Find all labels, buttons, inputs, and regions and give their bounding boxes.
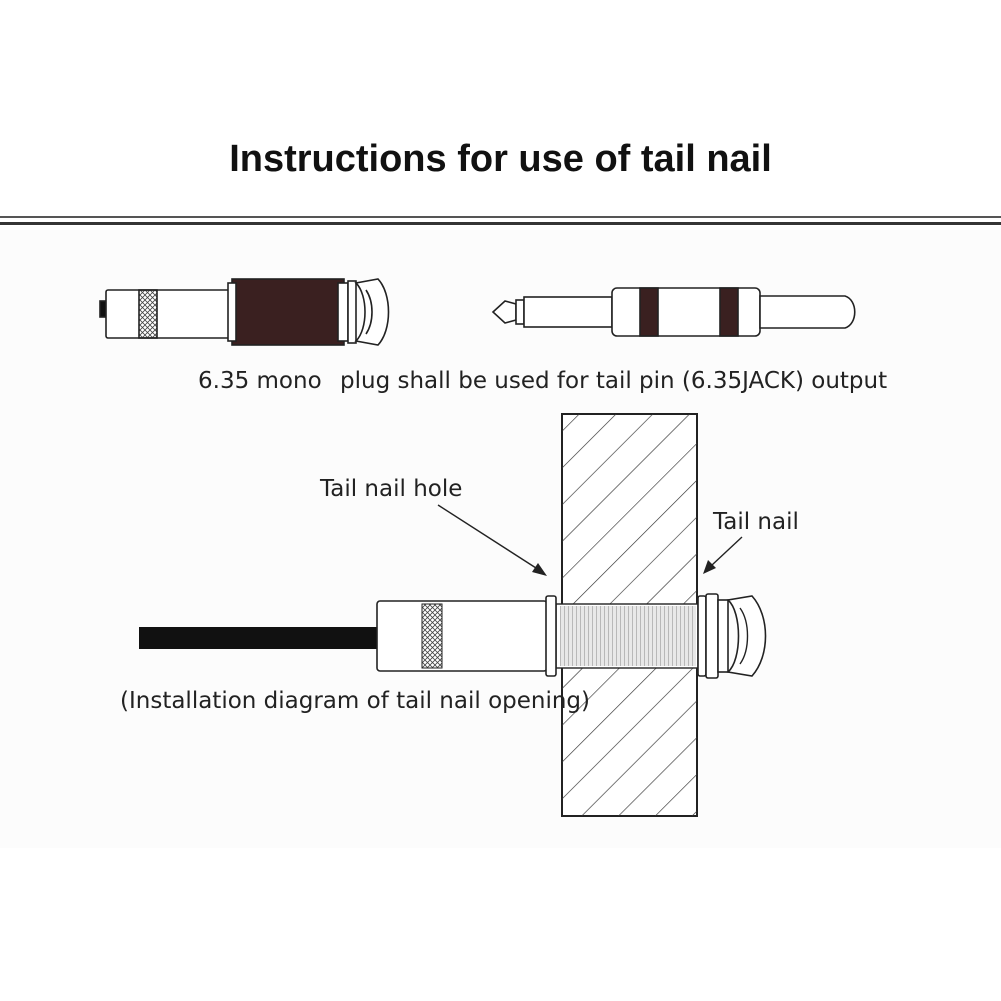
tail-nail-jack-illustration <box>99 278 390 346</box>
divider-line <box>0 216 1001 218</box>
installation-diagram <box>139 413 767 817</box>
label-installation-diagram: (Installation diagram of tail nail openi… <box>120 688 591 714</box>
page-title: Instructions for use of tail nail <box>229 138 772 180</box>
label-tail-nail: Tail nail <box>713 509 799 535</box>
label-tail-nail-hole: Tail nail hole <box>320 476 463 502</box>
caption-mono: 6.35 mono <box>198 368 322 394</box>
mono-plug-illustration <box>491 287 856 337</box>
caption-plug-usage: plug shall be used for tail pin (6.35JAC… <box>340 368 888 394</box>
divider-line-thick <box>0 222 1001 225</box>
